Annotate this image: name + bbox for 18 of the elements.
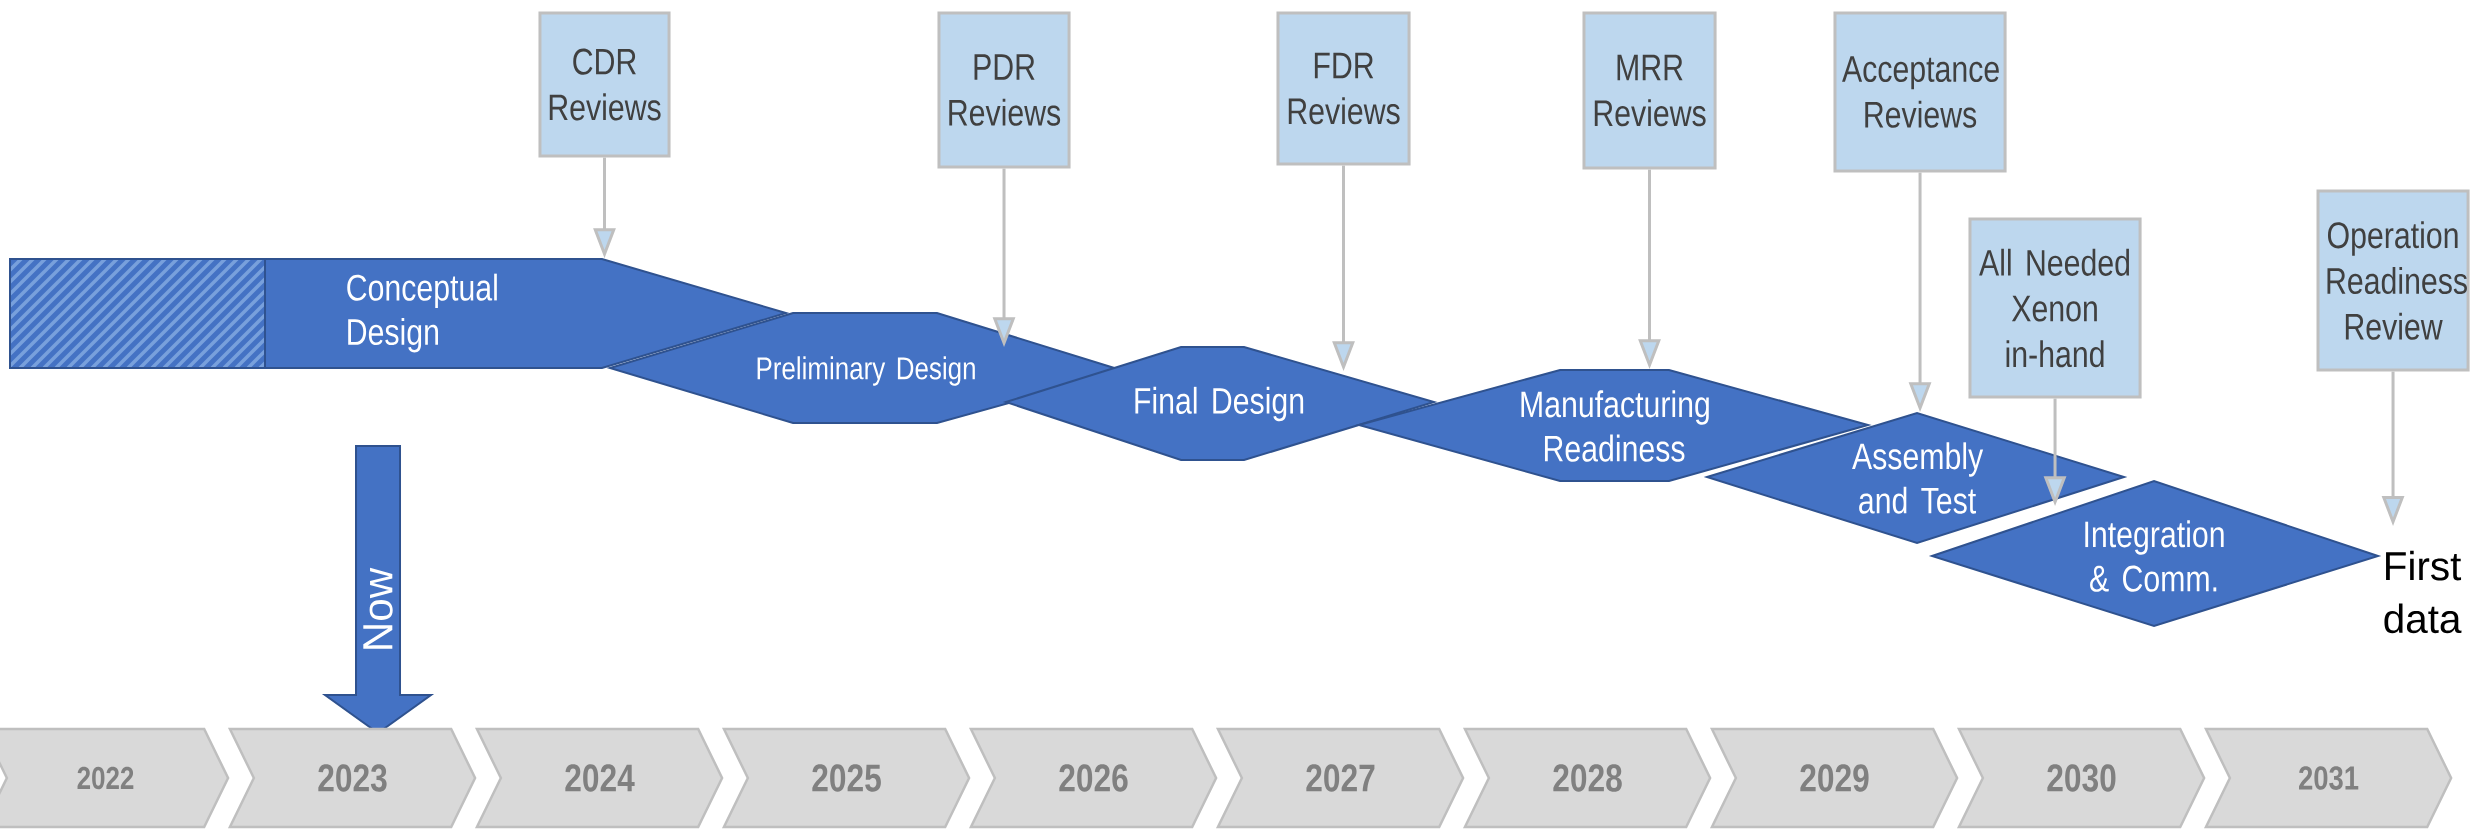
timeline-segment: 2028 <box>1462 727 1712 829</box>
timeline-segment: 2031 <box>2203 727 2453 829</box>
review-box: Acceptance Reviews <box>1833 11 2007 173</box>
timeline-segment: 2025 <box>721 727 971 829</box>
review-box: PDR Reviews <box>937 11 1071 169</box>
review-box: All Needed Xenon in-hand <box>1968 217 2142 399</box>
timeline-segment: 2027 <box>1215 727 1465 829</box>
review-box: FDR Reviews <box>1276 11 1411 166</box>
review-box: Operation Readiness Review <box>2316 189 2470 372</box>
timeline-segment: 2026 <box>968 727 1218 829</box>
timeline-segment: 2024 <box>474 727 724 829</box>
end-label: First data <box>2384 550 2462 634</box>
timeline-segment: 2023 <box>227 727 477 829</box>
review-box: MRR Reviews <box>1582 11 1717 170</box>
review-box: CDR Reviews <box>538 11 671 158</box>
timeline-segment: 2030 <box>1956 727 2206 829</box>
timeline-segment: 2029 <box>1709 727 1959 829</box>
timeline-segment: 2022 <box>0 727 230 829</box>
